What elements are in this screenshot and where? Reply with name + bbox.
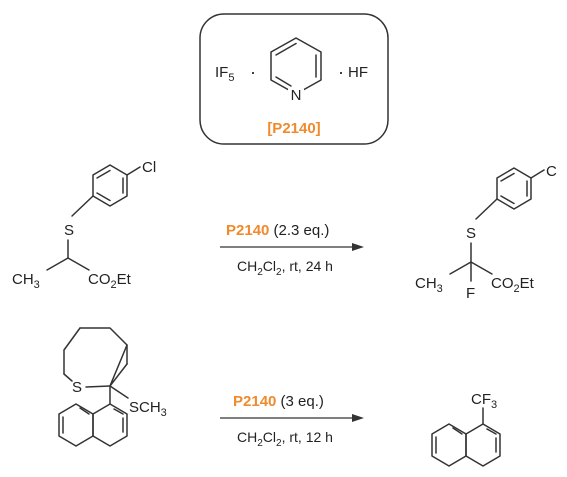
cf3-label: CF3 <box>471 391 497 411</box>
thiane-sulfur-label: S <box>72 379 82 396</box>
methyl-label: CH3 <box>12 271 40 291</box>
chloro-label: Cl <box>142 159 156 176</box>
hf-label: HF <box>348 64 368 81</box>
reaction2-reagent: P2140 (3 eq.) <box>233 393 324 410</box>
sulfur-label: S <box>466 225 476 242</box>
ester-label: CO2Et <box>88 271 132 291</box>
methyl-label: CH3 <box>415 275 443 295</box>
pyridine-ring: N <box>270 37 322 104</box>
reagent-code: [P2140] <box>267 120 320 137</box>
reaction1-reactant: Cl S CH3 CO2Et <box>12 159 156 291</box>
reaction1-conditions: CH2Cl2, rt, 24 h <box>237 258 333 278</box>
if5-label: IF5 <box>215 64 234 84</box>
reaction2-reactant: S SCH3 <box>58 327 167 447</box>
chloro-label: C <box>546 163 557 180</box>
nitrogen-label: N <box>291 87 302 104</box>
reaction1-reagent: P2140 (2.3 eq.) <box>226 222 329 239</box>
reagent-frame <box>199 13 389 145</box>
dot-right: · <box>338 62 344 82</box>
reagent-box: IF5 · N · HF [P2140] <box>199 13 389 145</box>
reaction2-arrow: P2140 (3 eq.) CH2Cl2, rt, 12 h <box>220 393 364 449</box>
reaction1-arrow: P2140 (2.3 eq.) CH2Cl2, rt, 24 h <box>220 222 364 278</box>
dot-left: · <box>250 62 256 82</box>
fluoro-label: F <box>466 285 475 302</box>
reaction2-conditions: CH2Cl2, rt, 12 h <box>237 429 333 449</box>
reaction1-product: C S CH3 F CO2Et <box>415 163 557 302</box>
sulfur-label: S <box>64 222 74 239</box>
reaction2-product: CF3 <box>431 391 501 467</box>
ester-label: CO2Et <box>491 275 535 295</box>
sch3-label: SCH3 <box>129 399 167 419</box>
